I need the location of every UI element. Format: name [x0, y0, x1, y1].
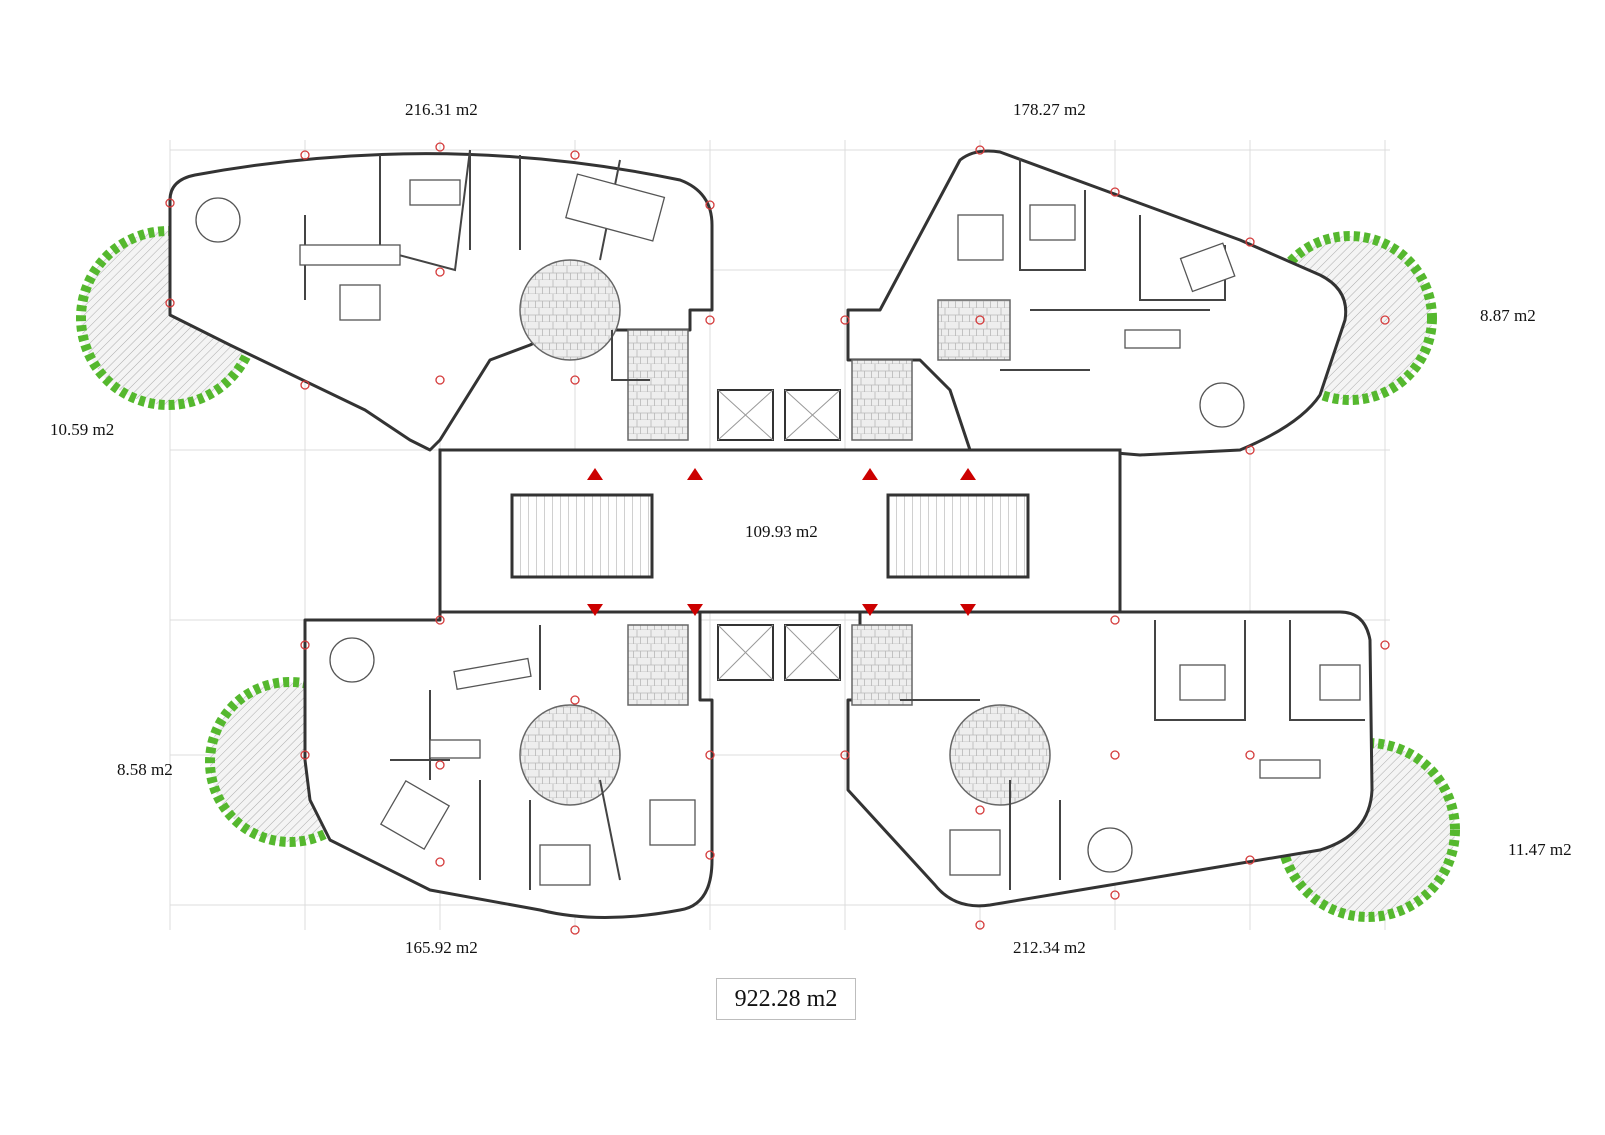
stair-right — [886, 493, 1030, 579]
paved-hall-areas — [519, 259, 1051, 806]
apartment-bottom-left-outline — [303, 610, 714, 919]
area-label-unit-top-left: 216.31 m2 — [405, 100, 478, 119]
interior-walls — [304, 149, 1365, 890]
dining-table-br — [1087, 827, 1133, 873]
area-label-unit-bottom-right: 212.34 m2 — [1013, 938, 1086, 957]
furniture — [195, 173, 1361, 886]
dining-table-tr — [1199, 382, 1245, 428]
area-label-terrace-top-right: 8.87 m2 — [1480, 306, 1536, 325]
area-label-terrace-top-left: 10.59 m2 — [50, 420, 115, 439]
central-core — [438, 389, 1122, 681]
dining-table-tl — [195, 197, 241, 243]
apartment-top-right-outline — [846, 149, 1348, 457]
area-label-unit-top-right: 178.27 m2 — [1013, 100, 1086, 119]
dining-table-bl — [329, 637, 375, 683]
column-markers — [165, 142, 1390, 935]
area-label-terrace-bottom-left: 8.58 m2 — [117, 760, 173, 779]
access-arrows — [587, 468, 976, 616]
area-label-terrace-bottom-right: 11.47 m2 — [1508, 840, 1572, 859]
area-label-unit-bottom-left: 165.92 m2 — [405, 938, 478, 957]
area-label-core: 109.93 m2 — [745, 522, 818, 541]
total-area-label: 922.28 m2 — [734, 985, 838, 1012]
total-area-box: 922.28 m2 — [716, 978, 856, 1020]
stair-left — [510, 493, 654, 579]
